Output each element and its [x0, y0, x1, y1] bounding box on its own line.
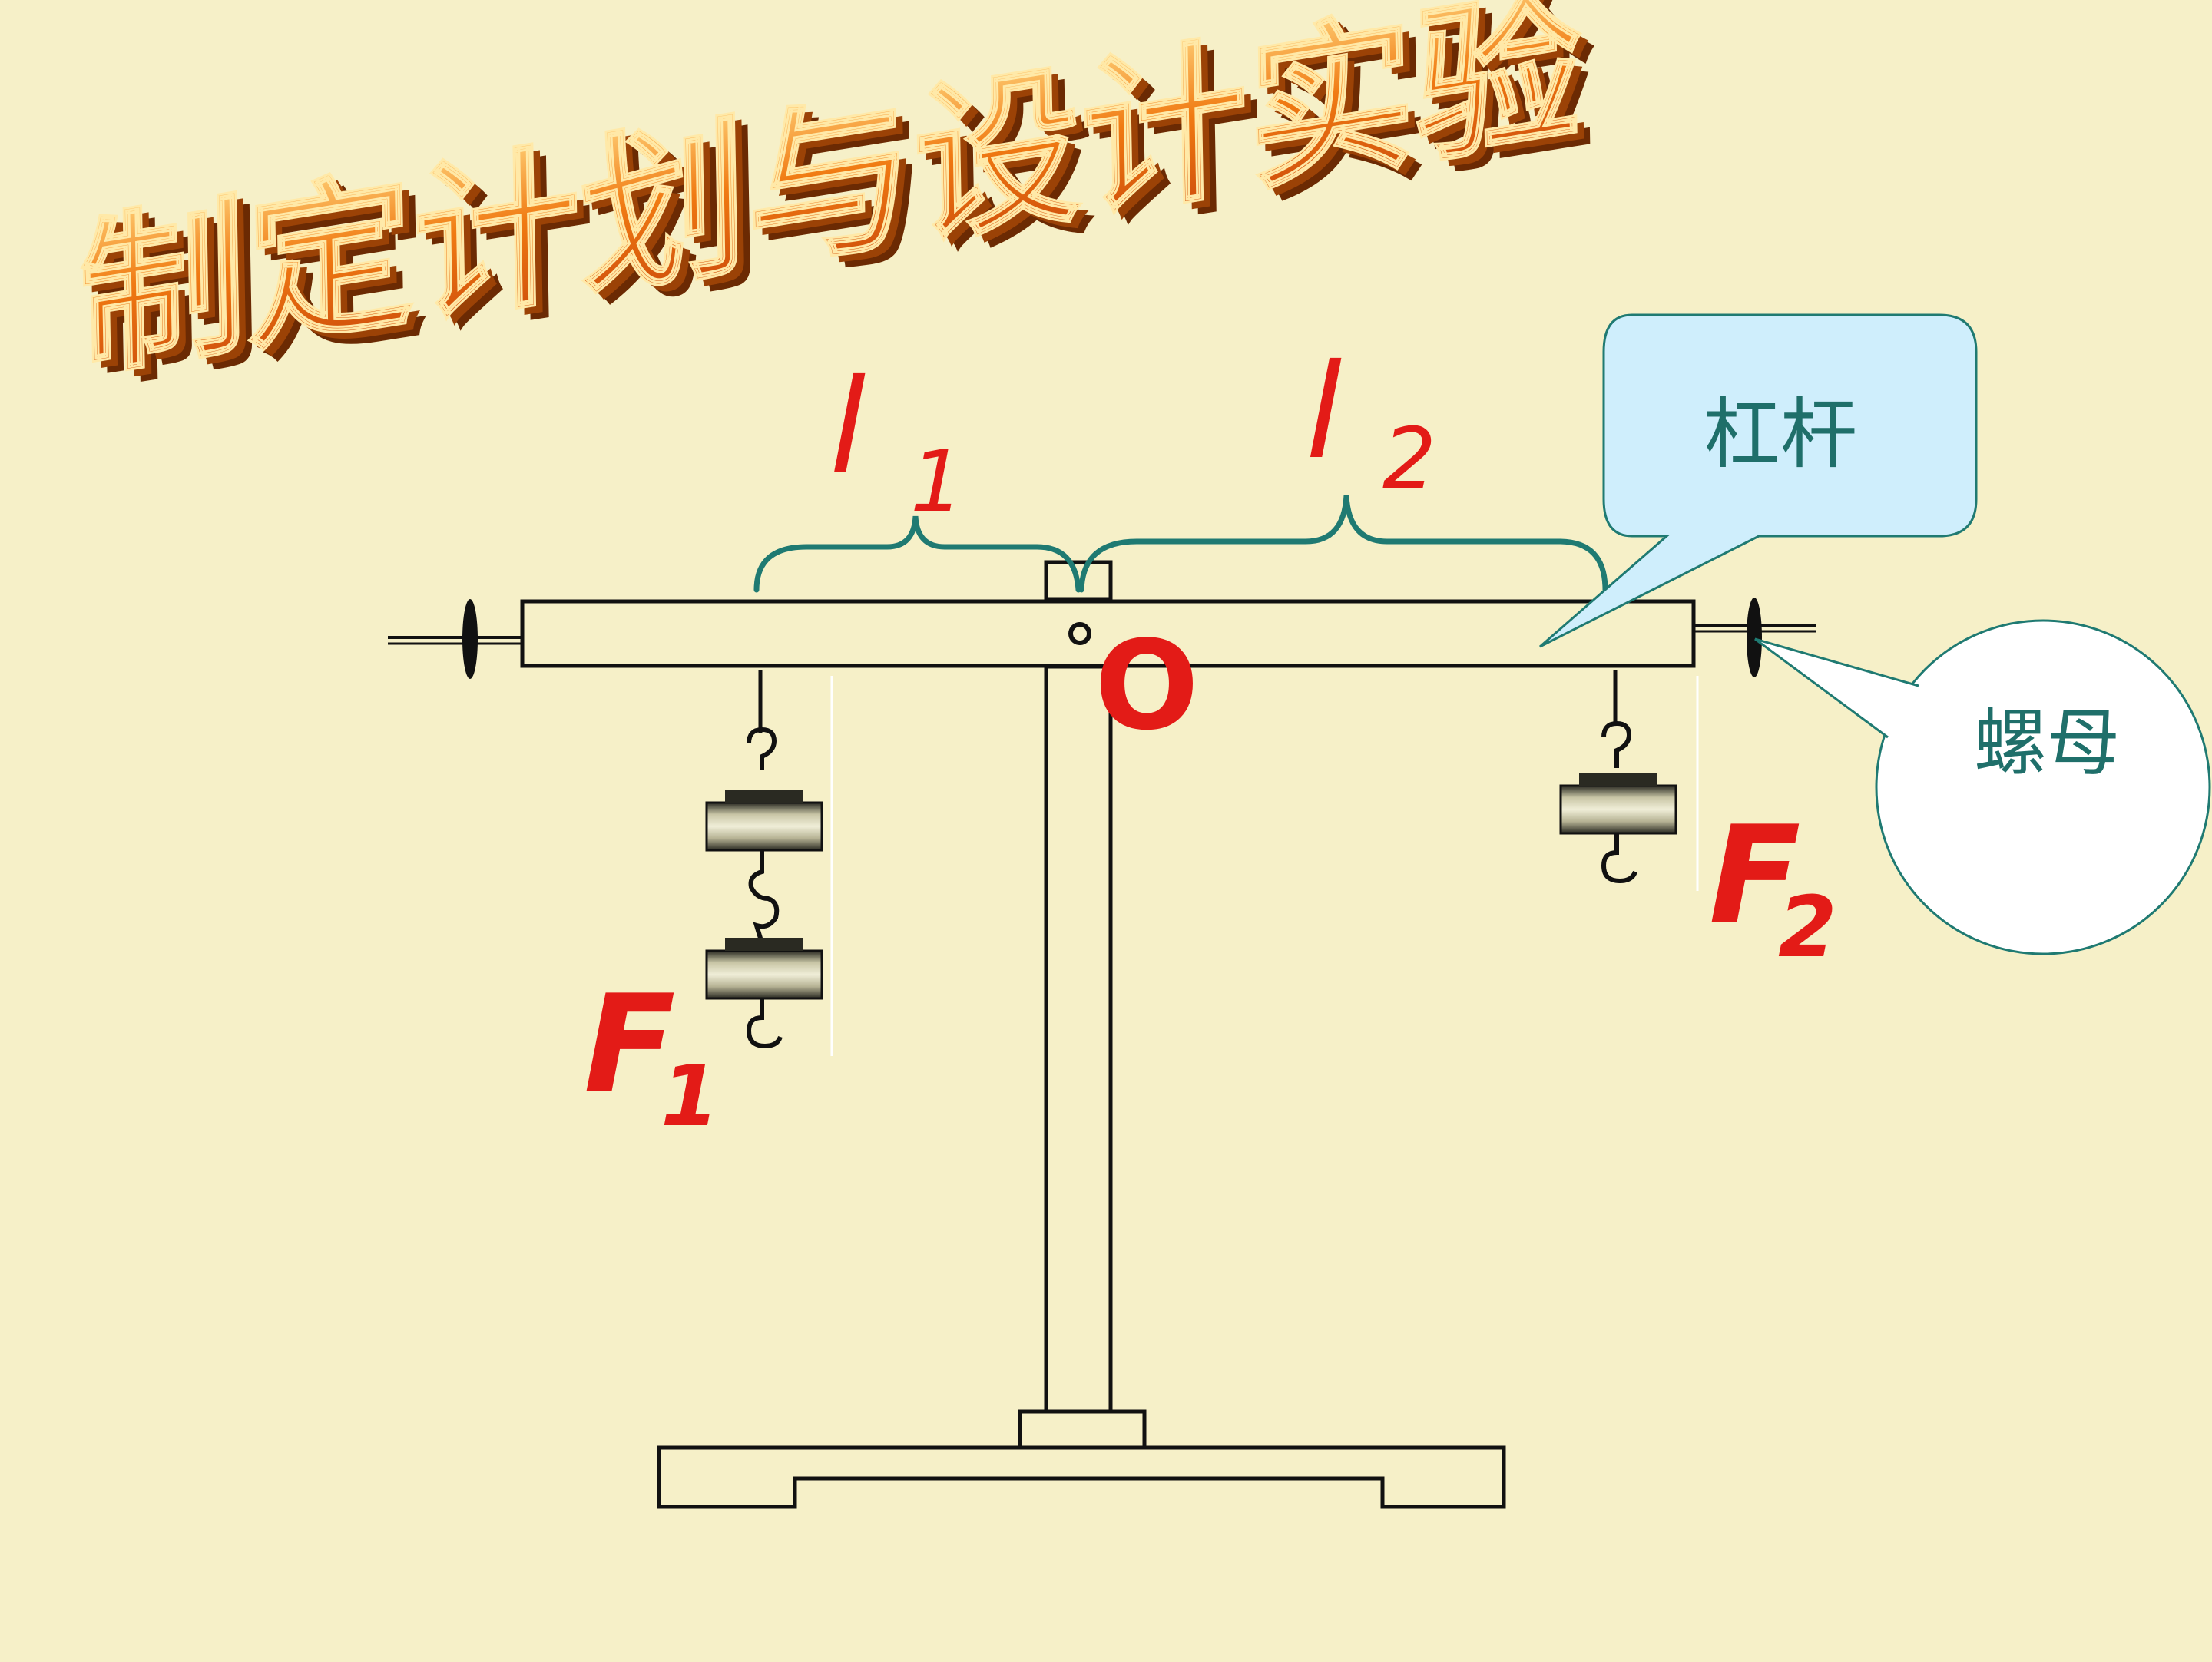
right-weight: [1559, 784, 1677, 835]
brace-l2: [1078, 495, 1608, 593]
braces: [753, 495, 1608, 593]
callout-lever: 杠杆: [1539, 313, 1978, 648]
left-weight-2-cap: [725, 938, 803, 951]
left-weight-1: [705, 801, 823, 852]
stand-collar: [1018, 1409, 1147, 1450]
right-weights: [1559, 670, 1677, 884]
left-bottom-hook-icon: [746, 998, 783, 1049]
stand: [657, 560, 1506, 1509]
label-l1-sub: 1: [910, 432, 964, 531]
label-f2-letter: F: [1709, 798, 1801, 954]
right-bottom-hook-icon: [1601, 833, 1637, 884]
left-weights: [705, 670, 823, 1049]
stand-pole: [1044, 664, 1113, 1414]
label-l2-letter: l: [1306, 336, 1342, 488]
left-weight-1-cap: [725, 790, 803, 803]
callout-nut-shape: [1875, 619, 2211, 955]
right-nut: [1747, 598, 1762, 677]
label-l1-letter: l: [830, 352, 866, 504]
label-f1-sub: 1: [661, 1047, 720, 1145]
brace-l1: [753, 515, 1081, 593]
right-top-hook-icon: [1601, 720, 1632, 768]
label-l2-sub: 2: [1382, 409, 1436, 508]
label-f1-letter: F: [584, 967, 676, 1123]
callout-nut-pointer-fill: [1755, 639, 1919, 737]
right-weight-cap: [1579, 773, 1657, 786]
label-f2-sub: 2: [1778, 878, 1837, 976]
left-top-hook-icon: [747, 727, 777, 770]
callout-lever-shape: [1539, 313, 1978, 648]
lever-bar: [388, 598, 1816, 1056]
left-nut: [462, 599, 478, 679]
callout-lever-text: 杠杆: [1704, 389, 1857, 479]
callout-nut-pointer: [1754, 637, 1919, 739]
left-weight-2: [705, 949, 823, 1000]
label-pivot: O: [1094, 614, 1199, 757]
left-link-hook-icon: [748, 850, 780, 944]
callout-nut-text: 螺母: [1974, 701, 2120, 786]
stand-base: [657, 1445, 1506, 1509]
red-labels: l 1 l 2 O F 1 F 2: [584, 336, 1837, 1145]
lever-beam: [520, 599, 1696, 668]
callout-nut: 螺母: [1754, 619, 2211, 955]
pivot-hole: [1068, 622, 1091, 645]
